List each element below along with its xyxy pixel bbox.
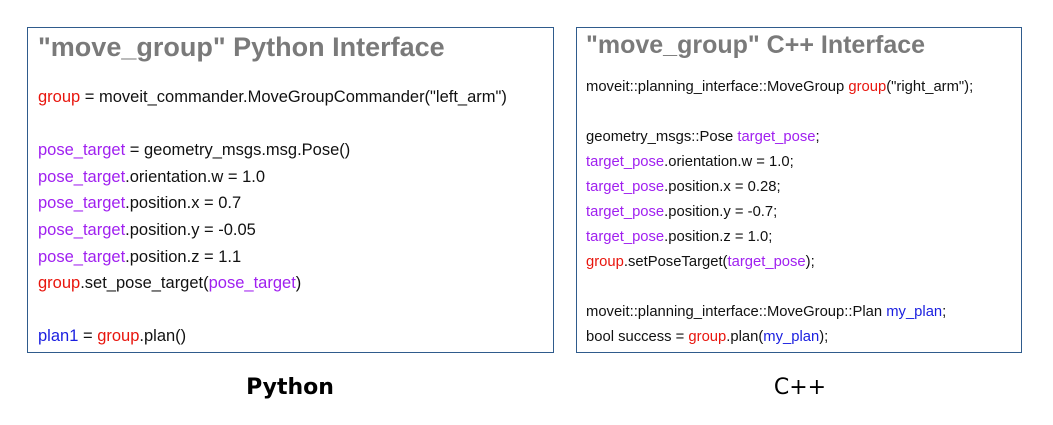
cpp-code-token: target_pose bbox=[727, 254, 806, 270]
cpp-code-token: ; bbox=[815, 129, 820, 145]
cpp-code-line: target_pose.orientation.w = 1.0; bbox=[586, 150, 1017, 175]
python-code-token: group bbox=[38, 88, 81, 106]
python-code-token: plan1 bbox=[38, 327, 79, 346]
python-code-line: pose_target.position.z = 1.1 bbox=[38, 244, 549, 271]
cpp-code-token: target_pose bbox=[586, 179, 665, 195]
python-interface-panel: "move_group" Python Interface group = mo… bbox=[27, 27, 554, 353]
python-code-line: group.set_pose_target(pose_target) bbox=[38, 270, 549, 297]
cpp-code-token: target_pose bbox=[586, 154, 665, 170]
cpp-caption: C++ bbox=[773, 375, 827, 400]
cpp-code-token: .position.z = 1.0; bbox=[664, 229, 773, 245]
cpp-code-token: ("right_arm"); bbox=[886, 79, 974, 95]
cpp-code-line: moveit::planning_interface::MoveGroup::P… bbox=[586, 300, 1017, 325]
cpp-code-token: geometry_msgs::Pose bbox=[586, 129, 738, 145]
cpp-code-token: ); bbox=[819, 329, 829, 345]
python-code-token: = bbox=[78, 327, 98, 346]
cpp-code-token: moveit::planning_interface::MoveGroup bbox=[586, 79, 849, 95]
cpp-code-token: group bbox=[688, 329, 727, 345]
python-code-line: pose_target.position.y = -0.05 bbox=[38, 217, 549, 244]
cpp-code-token: my_plan bbox=[886, 304, 943, 320]
python-code-token: pose_target bbox=[38, 167, 126, 186]
python-code-token: pose_target bbox=[38, 194, 126, 213]
python-code-token: .plan() bbox=[139, 327, 187, 346]
python-panel-title: "move_group" Python Interface bbox=[38, 32, 445, 62]
python-code-token: .set_pose_target( bbox=[80, 274, 209, 293]
cpp-code-line: group.setPoseTarget(target_pose); bbox=[586, 250, 1017, 275]
python-code-block: group = moveit_commander.MoveGroupComman… bbox=[38, 84, 549, 350]
cpp-interface-panel: "move_group" C++ Interface moveit::plann… bbox=[576, 27, 1022, 353]
cpp-code-token: target_pose bbox=[586, 229, 665, 245]
python-code-token: = moveit_commander.MoveGroupCommander("l… bbox=[80, 88, 507, 106]
cpp-code-token: moveit::planning_interface::MoveGroup::P… bbox=[586, 304, 887, 320]
cpp-panel-title: "move_group" C++ Interface bbox=[586, 31, 926, 59]
python-code-token: .position.y = -0.05 bbox=[125, 220, 256, 239]
cpp-code-token: .setPoseTarget( bbox=[623, 254, 728, 270]
python-code-token: group bbox=[38, 274, 81, 293]
python-code-token: .orientation.w = 1.0 bbox=[125, 167, 266, 186]
cpp-code-line: geometry_msgs::Pose target_pose; bbox=[586, 125, 1017, 150]
python-code-token: ) bbox=[295, 274, 302, 293]
cpp-code-line bbox=[586, 100, 1017, 125]
python-code-line bbox=[38, 111, 549, 138]
python-code-token: pose_target bbox=[208, 274, 296, 293]
cpp-code-token: .plan( bbox=[726, 329, 764, 345]
cpp-code-line: target_pose.position.x = 0.28; bbox=[586, 175, 1017, 200]
cpp-code-token: my_plan bbox=[763, 329, 820, 345]
cpp-code-token: group bbox=[848, 79, 887, 95]
python-code-line: pose_target.position.x = 0.7 bbox=[38, 190, 549, 217]
python-caption: Python bbox=[246, 375, 334, 400]
python-code-token: = geometry_msgs.msg.Pose() bbox=[125, 141, 351, 160]
cpp-code-line bbox=[586, 275, 1017, 300]
cpp-code-token: bool success = bbox=[586, 329, 689, 345]
cpp-code-line: moveit::planning_interface::MoveGroup gr… bbox=[586, 75, 1017, 100]
python-code-token: group bbox=[97, 327, 140, 346]
cpp-code-token: ); bbox=[805, 254, 815, 270]
cpp-code-token: .position.x = 0.28; bbox=[664, 179, 781, 195]
cpp-code-block: moveit::planning_interface::MoveGroup gr… bbox=[586, 75, 1017, 350]
cpp-code-line: target_pose.position.y = -0.7; bbox=[586, 200, 1017, 225]
cpp-code-token: group bbox=[586, 254, 624, 270]
python-code-line bbox=[38, 297, 549, 324]
python-code-token: .position.z = 1.1 bbox=[125, 247, 242, 266]
cpp-code-token: .orientation.w = 1.0; bbox=[664, 154, 794, 170]
python-code-line: plan1 = group.plan() bbox=[38, 323, 549, 350]
cpp-code-token: .position.y = -0.7; bbox=[664, 204, 778, 220]
python-code-token: pose_target bbox=[38, 247, 126, 266]
python-code-line: group = moveit_commander.MoveGroupComman… bbox=[38, 84, 549, 111]
python-code-token: pose_target bbox=[38, 141, 126, 160]
cpp-code-line: bool success = group.plan(my_plan); bbox=[586, 325, 1017, 350]
python-code-token: pose_target bbox=[38, 220, 126, 239]
cpp-code-line: target_pose.position.z = 1.0; bbox=[586, 225, 1017, 250]
python-code-line: pose_target.orientation.w = 1.0 bbox=[38, 164, 549, 191]
python-code-line: pose_target = geometry_msgs.msg.Pose() bbox=[38, 137, 549, 164]
cpp-code-token: ; bbox=[942, 304, 947, 320]
cpp-code-token: target_pose bbox=[586, 204, 665, 220]
cpp-code-token: target_pose bbox=[737, 129, 816, 145]
python-code-token: .position.x = 0.7 bbox=[125, 194, 242, 213]
